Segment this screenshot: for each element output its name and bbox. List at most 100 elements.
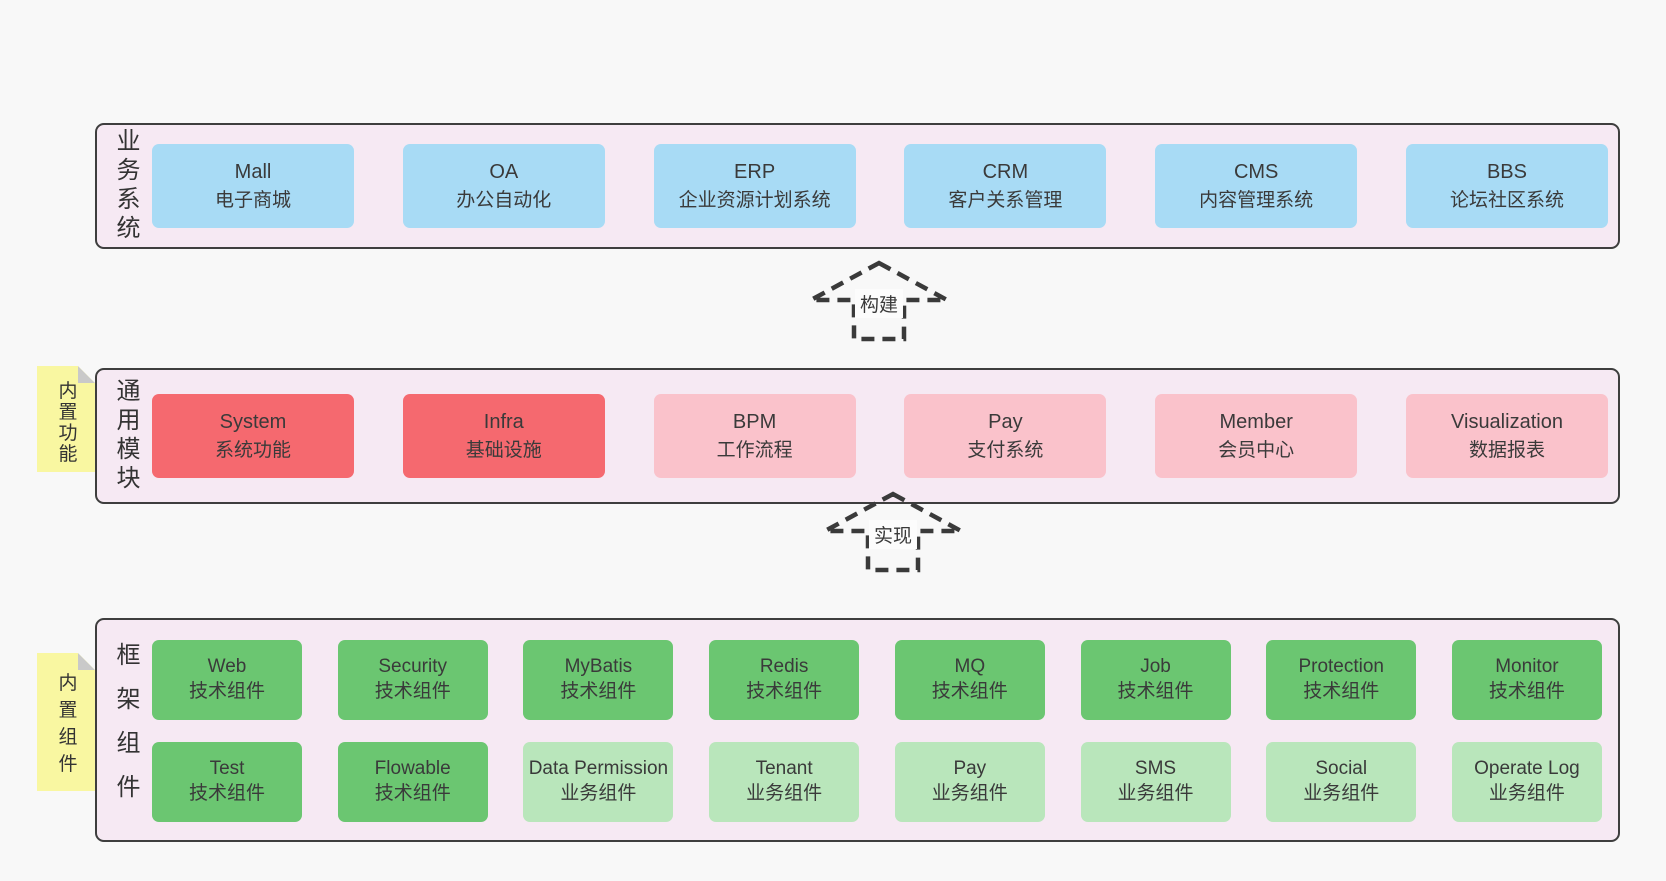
component-title: BBS [1486, 160, 1527, 183]
component-subtitle: 系统功能 [214, 439, 291, 461]
component-title: Protection [1298, 656, 1384, 678]
layer-common-modules: 通用模块 System 系统功能 Infra 基础设施 BPM 工作流程 Pay 支付系统 Me… [95, 368, 1620, 504]
component-title: ERP [734, 160, 776, 183]
layer-label: 业务系统 [112, 128, 139, 244]
layer-business-systems: 业务系统 Mall 电子商城 OA 办公自动化 ERP 企业资源计划系统 CRM 客户关系管理… [95, 123, 1620, 249]
component-subtitle: 企业资源计划系统 [678, 189, 831, 211]
component-box-sms: SMS 业务组件 [1080, 742, 1231, 822]
component-subtitle: 技术组件 [746, 681, 823, 702]
component-box-oa: OA 办公自动化 [402, 144, 605, 228]
component-box-security: Security 技术组件 [337, 640, 488, 720]
sticky-note-built-in-components: 内置组件 [37, 653, 95, 791]
component-title: Job [1140, 656, 1171, 678]
component-box-pay: Pay 支付系统 [904, 394, 1107, 478]
component-box-test: Test 技术组件 [152, 742, 302, 822]
component-title: Test [209, 758, 245, 780]
component-box-mq: MQ 技术组件 [894, 640, 1045, 720]
component-title: Visualization [1451, 410, 1563, 433]
folded-corner-icon [78, 366, 95, 383]
component-title: Infra [483, 410, 524, 433]
component-subtitle: 技术组件 [188, 783, 265, 804]
layer-label: 框架组件 [112, 642, 139, 818]
component-subtitle: 论坛社区系统 [1449, 189, 1564, 211]
component-box-cms: CMS 内容管理系统 [1155, 144, 1358, 228]
component-box-pay: Pay 业务组件 [894, 742, 1045, 822]
component-title: Social [1315, 758, 1368, 780]
arrow-label: 构建 [854, 289, 904, 318]
component-title: Monitor [1495, 656, 1559, 678]
sticky-note-label: 内置功能 [55, 380, 77, 465]
component-box-tenant: Tenant 业务组件 [709, 742, 860, 822]
component-subtitle: 业务组件 [746, 783, 823, 804]
component-title: Pay [988, 410, 1023, 433]
component-box-data-permission: Data Permission 业务组件 [523, 742, 674, 822]
component-title: OA [489, 160, 519, 183]
component-box-system: System 系统功能 [152, 394, 354, 478]
component-subtitle: 业务组件 [1488, 783, 1565, 804]
component-title: Web [207, 656, 247, 678]
component-title: Operate Log [1474, 758, 1580, 780]
component-subtitle: 技术组件 [1117, 681, 1194, 702]
up-arrow-icon [823, 491, 963, 573]
component-box-member: Member 会员中心 [1155, 394, 1358, 478]
component-title: Pay [953, 758, 987, 780]
component-box-bbs: BBS 论坛社区系统 [1405, 144, 1608, 228]
component-title: MQ [954, 656, 986, 678]
component-subtitle: 技术组件 [1303, 681, 1380, 702]
component-subtitle: 业务组件 [560, 783, 637, 804]
component-box-visualization: Visualization 数据报表 [1405, 394, 1608, 478]
box-row: Mall 电子商城 OA 办公自动化 ERP 企业资源计划系统 CRM 客户关系管理 CMS 内容… [152, 125, 1608, 247]
component-subtitle: 技术组件 [560, 681, 637, 702]
dashed-up-arrow-build: 构建 [806, 260, 952, 344]
component-subtitle: 业务组件 [1117, 783, 1194, 804]
component-title: Tenant [755, 758, 813, 780]
component-subtitle: 业务组件 [931, 783, 1008, 804]
sticky-note-label: 内置组件 [55, 672, 77, 781]
layer-label: 通用模块 [112, 378, 139, 494]
component-subtitle: 数据报表 [1468, 439, 1545, 461]
box-row: System 系统功能 Infra 基础设施 BPM 工作流程 Pay 支付系统 Member 会… [152, 370, 1608, 502]
component-title: System [219, 410, 287, 433]
component-title: Redis [759, 656, 809, 678]
component-subtitle: 客户关系管理 [948, 189, 1063, 211]
component-box-mall: Mall 电子商城 [152, 144, 354, 228]
component-title: Data Permission [528, 758, 669, 780]
sticky-note-built-in-features: 内置功能 [37, 366, 95, 472]
component-title: BPM [732, 410, 777, 433]
component-title: Member [1219, 410, 1293, 433]
component-box-crm: CRM 客户关系管理 [904, 144, 1107, 228]
component-subtitle: 技术组件 [374, 681, 451, 702]
component-box-mybatis: MyBatis 技术组件 [523, 640, 674, 720]
component-subtitle: 技术组件 [931, 681, 1008, 702]
component-box-infra: Infra 基础设施 [402, 394, 605, 478]
component-box-flowable: Flowable 技术组件 [337, 742, 488, 822]
component-title: Flowable [374, 758, 451, 780]
component-subtitle: 基础设施 [465, 439, 542, 461]
component-box-erp: ERP 企业资源计划系统 [653, 144, 856, 228]
component-box-social: Social 业务组件 [1266, 742, 1417, 822]
dashed-up-arrow-implement: 实现 [820, 491, 966, 575]
component-subtitle: 工作流程 [716, 439, 793, 461]
component-subtitle: 支付系统 [967, 439, 1044, 461]
component-title: SMS [1134, 758, 1177, 780]
component-box-web: Web 技术组件 [152, 640, 302, 720]
component-subtitle: 业务组件 [1303, 783, 1380, 804]
component-subtitle: 会员中心 [1218, 439, 1295, 461]
component-title: Security [378, 656, 448, 678]
component-title: MyBatis [564, 656, 633, 678]
component-subtitle: 技术组件 [374, 783, 451, 804]
component-box-operate-log: Operate Log 业务组件 [1451, 742, 1602, 822]
component-subtitle: 电子商城 [214, 189, 291, 211]
component-subtitle: 办公自动化 [456, 189, 552, 211]
component-subtitle: 技术组件 [188, 681, 265, 702]
layer-framework-components: 框架组件 Web 技术组件 Security 技术组件 MyBatis 技术组件 Redis… [95, 618, 1620, 842]
component-box-bpm: BPM 工作流程 [653, 394, 856, 478]
component-title: Mall [234, 160, 272, 183]
component-title: CRM [982, 160, 1029, 183]
component-subtitle: 内容管理系统 [1199, 189, 1314, 211]
component-title: CMS [1233, 160, 1279, 183]
